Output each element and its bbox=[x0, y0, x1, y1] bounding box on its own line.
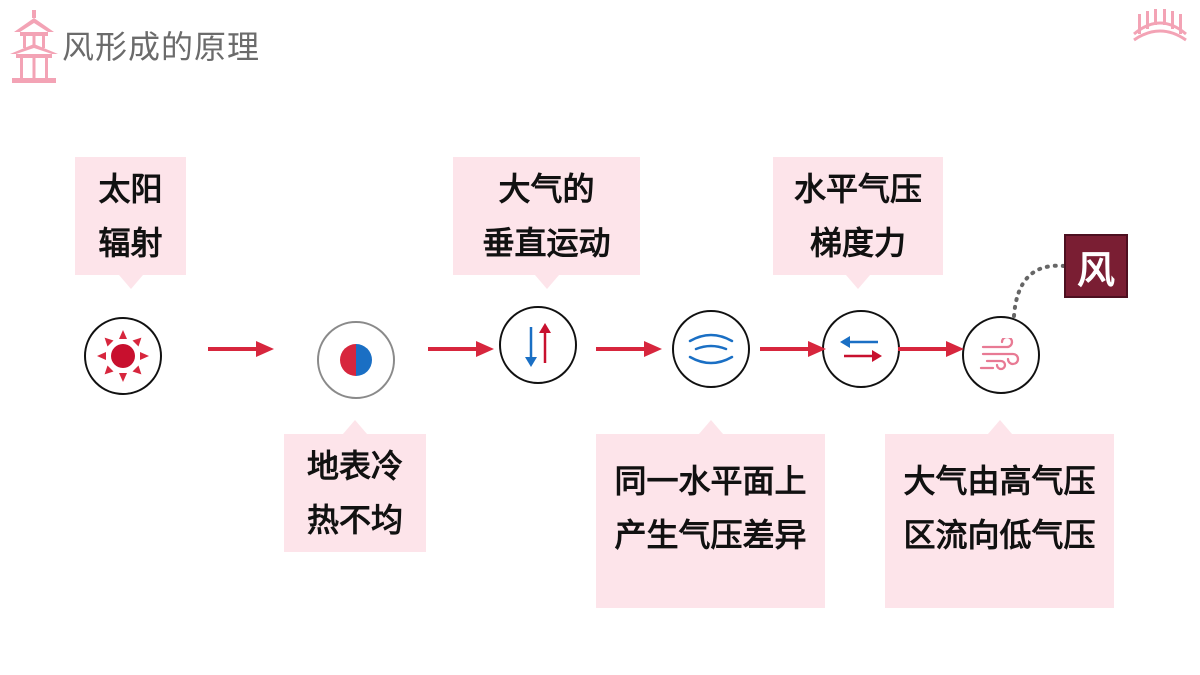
pagoda-icon bbox=[10, 10, 58, 83]
node-vertical-motion bbox=[499, 306, 577, 384]
result-wind-label: 风 bbox=[1076, 247, 1115, 292]
node-gradient-force bbox=[822, 310, 900, 388]
isobar-icon bbox=[688, 333, 734, 365]
wind-icon bbox=[979, 338, 1020, 371]
sun-icon bbox=[97, 330, 149, 382]
step-pressure-gradient-force: 水平气压 梯度力 bbox=[773, 157, 943, 289]
node-isobar bbox=[672, 310, 750, 388]
step-air-flow: 大气由高气压 区流向低气压 bbox=[885, 420, 1114, 608]
result-wind-box: 风 bbox=[1064, 234, 1128, 298]
arrow-2 bbox=[428, 341, 494, 357]
step-pressure-gradient-force-label: 水平气压 梯度力 bbox=[793, 170, 922, 262]
node-sun bbox=[84, 317, 162, 395]
arrow-3 bbox=[596, 341, 662, 357]
step-uneven-heating: 地表冷 热不均 bbox=[284, 420, 426, 552]
page-title: 风形成的原理 bbox=[62, 28, 261, 66]
step-vertical-motion: 大气的 垂直运动 bbox=[453, 157, 640, 289]
step-air-flow-label: 大气由高气压 区流向低气压 bbox=[903, 462, 1096, 554]
horizontal-arrows-icon bbox=[840, 336, 882, 362]
step-uneven-heating-label: 地表冷 热不均 bbox=[306, 447, 403, 539]
dotted-connector bbox=[1012, 263, 1066, 318]
step-pressure-difference-label: 同一水平面上 产生气压差异 bbox=[614, 462, 807, 554]
step-solar-radiation: 太阳 辐射 bbox=[75, 157, 186, 289]
hot-cold-icon bbox=[340, 344, 372, 376]
arrow-1 bbox=[208, 341, 274, 357]
step-solar-radiation-label: 太阳 辐射 bbox=[98, 170, 163, 262]
vertical-arrows-icon bbox=[525, 323, 551, 367]
arrow-5 bbox=[898, 341, 964, 357]
node-hot-cold bbox=[317, 321, 395, 399]
bridge-icon bbox=[1133, 9, 1187, 42]
step-vertical-motion-label: 大气的 垂直运动 bbox=[482, 170, 611, 262]
step-pressure-difference: 同一水平面上 产生气压差异 bbox=[596, 420, 825, 608]
arrow-4 bbox=[760, 341, 826, 357]
node-wind bbox=[962, 316, 1040, 394]
